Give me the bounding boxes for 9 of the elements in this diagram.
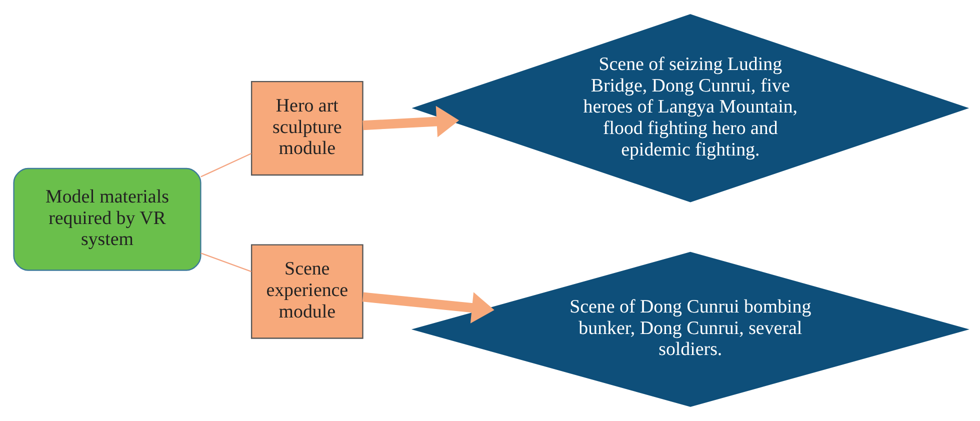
connector [200,252,252,272]
node-box: Hero art sculpture module [250,80,363,176]
arrow [362,292,494,324]
connector [200,152,252,178]
node-diamond: Scene of Dong Cunrui bombing bunker, Dong Cunrui, several soldiers. [410,252,969,407]
arrow [362,106,459,138]
node-box: Scene experience module [250,244,363,339]
node-diamond: Scene of seizing Luding Bridge, Dong Cunrui, five heroes of Langya Mountain, flood fighting hero and epidemic fighting. [411,14,969,202]
node-box: Model materials required by VR system [12,168,201,271]
